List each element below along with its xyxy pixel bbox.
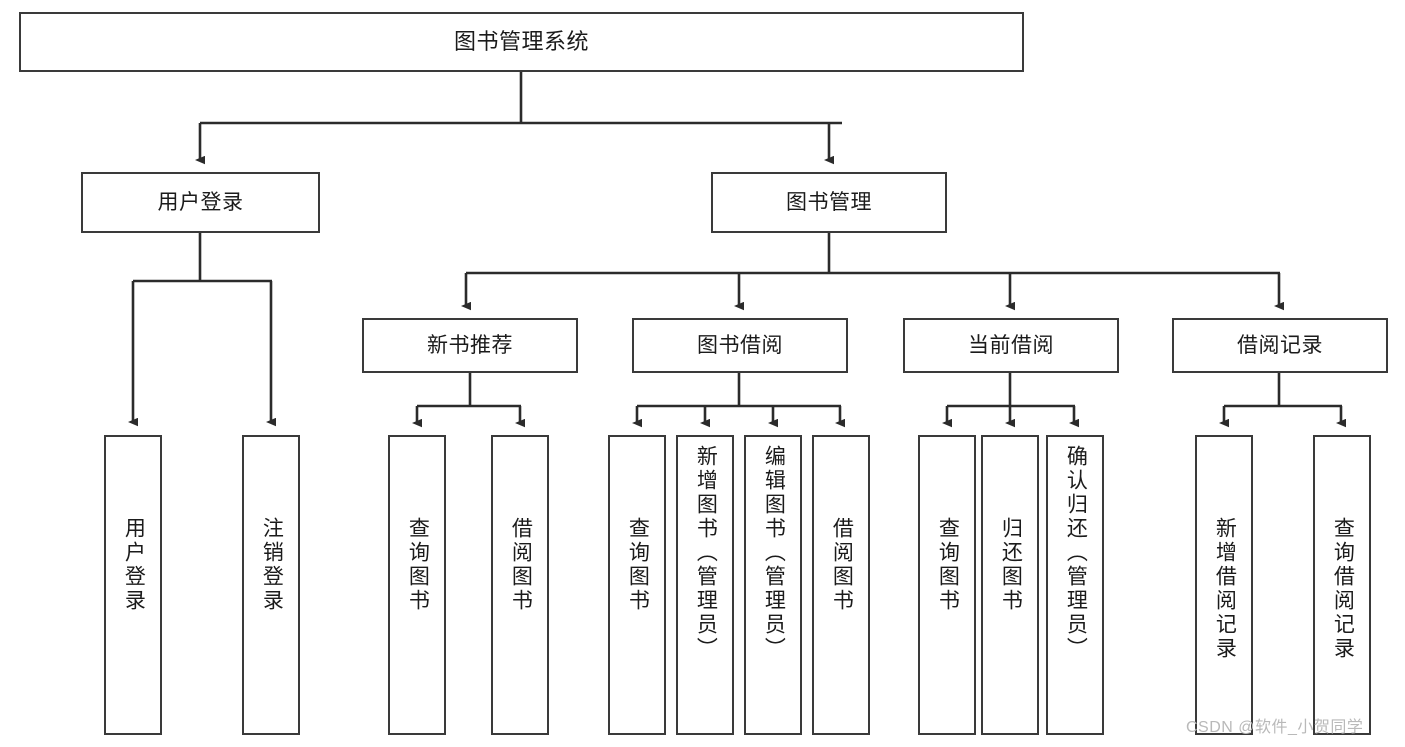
leaf-label: 新增借阅记录 [1213,517,1237,661]
watermark: CSDN @软件_小贺同学 [1186,719,1364,736]
node-user-login-label: 用户登录 [157,190,244,214]
leaf-borrow-record-query-record[interactable]: 查询借阅记录 [1313,435,1371,735]
leaf-label: 归还图书 [999,517,1023,613]
node-user-login[interactable]: 用户登录 [81,172,320,233]
leaf-label: 查询借阅记录 [1331,517,1355,661]
leaf-book-borrow-borrow-book[interactable]: 借阅图书 [812,435,870,735]
leaf-new-book-query-book[interactable]: 查询图书 [388,435,446,735]
leaf-user-login-logout[interactable]: 注销登录 [242,435,300,735]
node-current-borrow-label: 当前借阅 [968,333,1054,357]
leaf-book-borrow-edit-book[interactable]: 编辑图书（管理员） [744,435,802,735]
leaf-new-book-borrow-book[interactable]: 借阅图书 [491,435,549,735]
node-borrow-record-label: 借阅记录 [1237,333,1323,357]
leaf-label: 注销登录 [260,517,284,613]
leaf-current-borrow-return-book[interactable]: 归还图书 [981,435,1039,735]
leaf-current-borrow-query-book[interactable]: 查询图书 [918,435,976,735]
leaf-label: 新增图书（管理员） [694,445,718,661]
leaf-label: 查询图书 [936,517,960,613]
leaf-current-borrow-confirm-return[interactable]: 确认归还（管理员） [1046,435,1104,735]
node-new-book-recommend-label: 新书推荐 [427,333,513,357]
node-borrow-record[interactable]: 借阅记录 [1172,318,1388,373]
leaf-label: 查询图书 [626,517,650,613]
leaf-label: 查询图书 [406,517,430,613]
leaf-label: 用户登录 [122,517,146,613]
leaf-book-borrow-add-book[interactable]: 新增图书（管理员） [676,435,734,735]
leaf-label: 确认归还（管理员） [1064,445,1088,661]
node-book-management-label: 图书管理 [786,190,872,214]
node-book-borrow-label: 图书借阅 [697,333,783,357]
leaf-label: 借阅图书 [509,517,533,613]
node-new-book-recommend[interactable]: 新书推荐 [362,318,578,373]
node-root-label: 图书管理系统 [453,28,589,54]
node-root[interactable]: 图书管理系统 [19,12,1024,72]
leaf-user-login-login[interactable]: 用户登录 [104,435,162,735]
leaf-borrow-record-add-record[interactable]: 新增借阅记录 [1195,435,1253,735]
node-book-borrow[interactable]: 图书借阅 [632,318,848,373]
leaf-book-borrow-query-book[interactable]: 查询图书 [608,435,666,735]
node-current-borrow[interactable]: 当前借阅 [903,318,1119,373]
leaf-label: 借阅图书 [830,517,854,613]
node-book-management[interactable]: 图书管理 [711,172,947,233]
leaf-label: 编辑图书（管理员） [762,445,786,661]
